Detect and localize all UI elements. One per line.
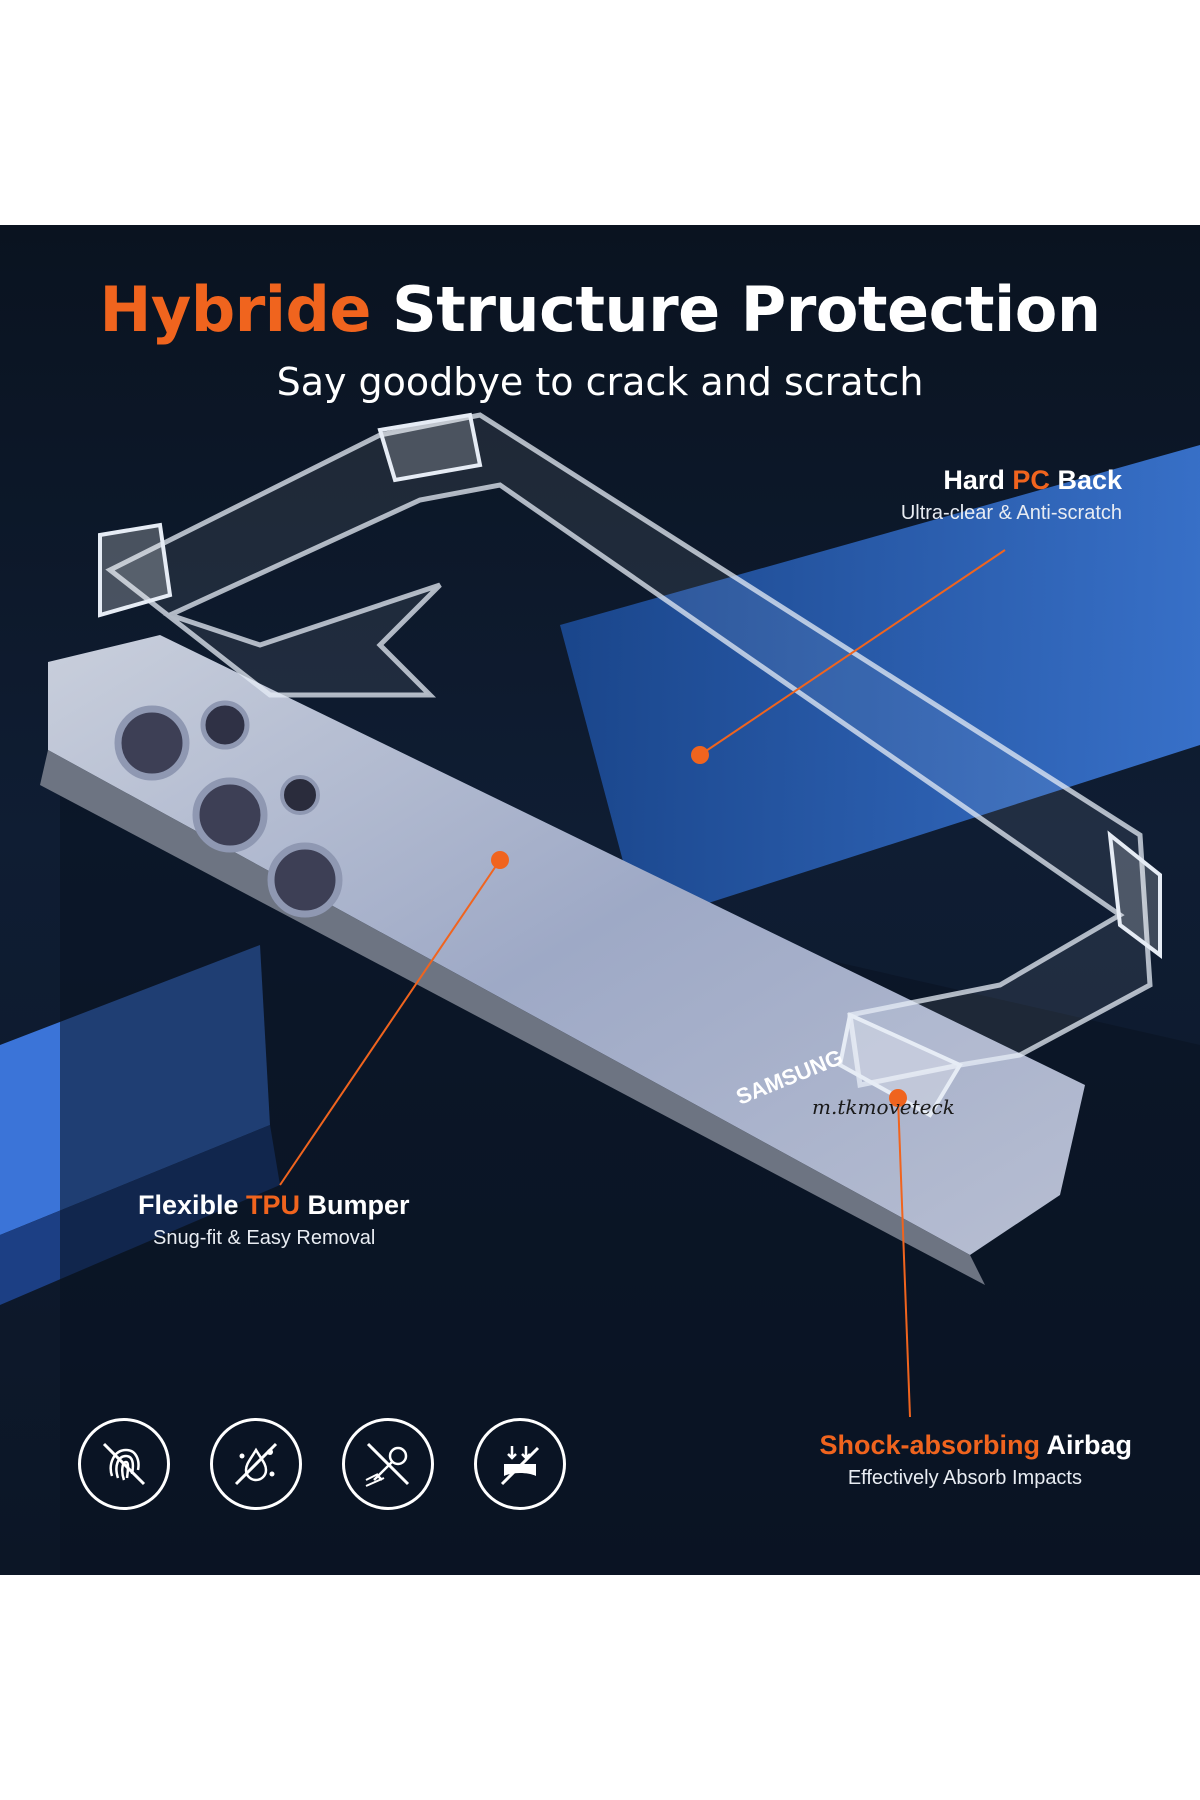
- promo-banner: SAMSUNG Hybride Structure Protection Say…: [0, 225, 1200, 1575]
- leader-line-hard-pc: [699, 549, 1006, 756]
- no-fingerprint-icon: [78, 1418, 170, 1510]
- camera-lens-2: [200, 700, 250, 750]
- background-art: SAMSUNG: [0, 412, 1200, 1575]
- hotspot-hard-pc: [691, 746, 709, 764]
- callout-title-text: Back: [1049, 465, 1122, 495]
- camera-lens-3: [192, 777, 268, 853]
- callout-tpu-desc: Snug-fit & Easy Removal: [153, 1227, 376, 1249]
- feature-icon-row: [78, 1418, 566, 1510]
- callout-title-text: Bumper: [300, 1190, 410, 1220]
- callout-title-accent: TPU: [246, 1190, 301, 1220]
- blue-stripe-upper: [560, 445, 1200, 925]
- subheadline: Say goodbye to crack and scratch: [276, 360, 924, 404]
- shadow-area: [60, 785, 1200, 1575]
- watermark: m.tkmoveteck: [812, 1095, 955, 1119]
- callout-hard-pc-back: Hard PC Back Ultra-clear & Anti-scratch: [901, 465, 1122, 525]
- callout-airbag: Shock-absorbing Airbag Effectively Absor…: [819, 1430, 1132, 1490]
- case-corner-airbag-4: [837, 1012, 963, 1118]
- anti-stain-icon: [210, 1418, 302, 1510]
- case-corner-airbag-3: [1107, 830, 1162, 959]
- callout-title-accent: PC: [1012, 465, 1050, 495]
- camera-lens-1: [114, 705, 190, 781]
- hotspot-tpu: [491, 851, 509, 869]
- case-corner-airbag-2: [377, 412, 483, 483]
- drop-protection-icon: [474, 1418, 566, 1510]
- callout-tpu-title: Flexible TPU Bumper: [138, 1190, 410, 1221]
- callout-hard-pc-title: Hard PC Back: [901, 465, 1122, 496]
- case-corner-airbag-1: [98, 522, 173, 618]
- callout-title-accent: Shock-absorbing: [819, 1430, 1040, 1460]
- callout-title-text: Hard: [943, 465, 1013, 495]
- callout-title-text: Airbag: [1039, 1430, 1132, 1460]
- callout-title-text: Flexible: [138, 1190, 247, 1220]
- leader-line-tpu: [279, 859, 501, 1186]
- camera-lens-5: [280, 775, 320, 815]
- callout-airbag-title: Shock-absorbing Airbag: [819, 1430, 1132, 1461]
- callout-hard-pc-desc: Ultra-clear & Anti-scratch: [900, 502, 1122, 524]
- anti-scratch-icon: [342, 1418, 434, 1510]
- headline-rest: Structure Protection: [392, 273, 1101, 346]
- callout-airbag-desc: Effectively Absorb Impacts: [847, 1467, 1082, 1489]
- callout-tpu-bumper: Flexible TPU Bumper Snug-fit & Easy Remo…: [138, 1190, 410, 1250]
- leader-line-airbag: [897, 1097, 911, 1418]
- hotspot-airbag: [889, 1089, 907, 1107]
- camera-lens-4: [267, 842, 343, 918]
- headline: Hybride Structure Protection: [0, 273, 1200, 346]
- headline-accent: Hybride: [99, 273, 372, 346]
